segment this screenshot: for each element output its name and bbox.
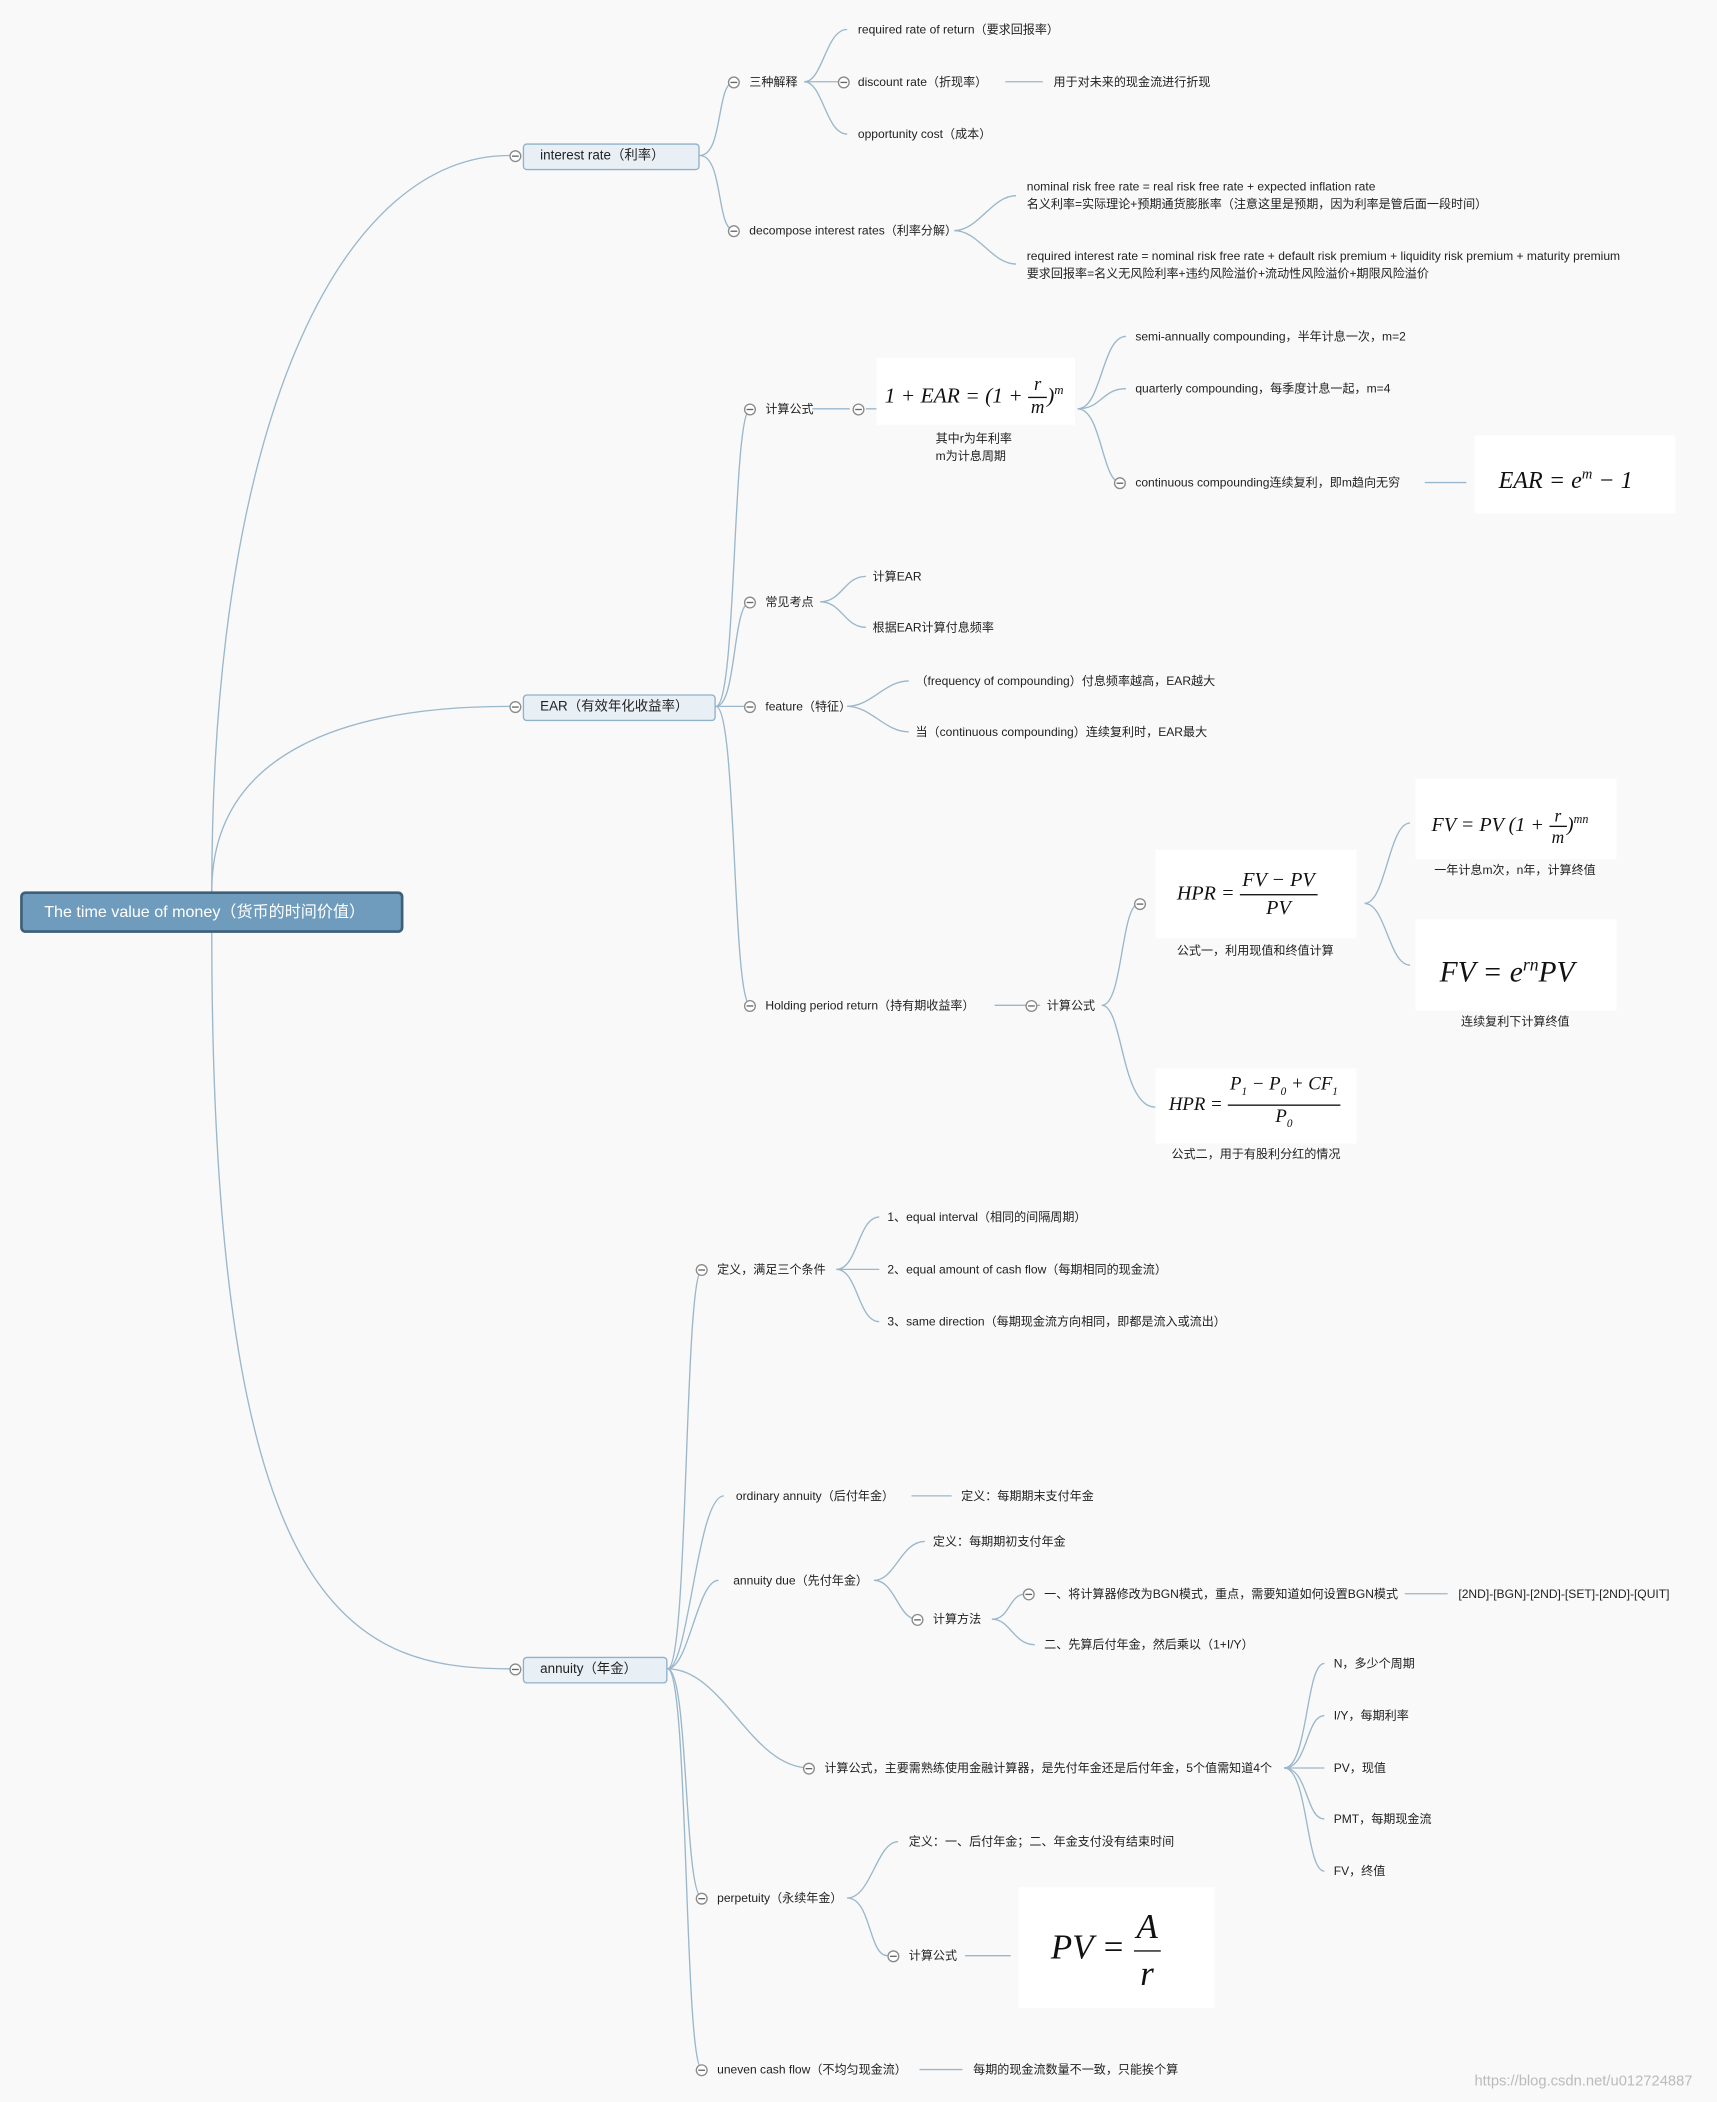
topic-condition-2[interactable]: 2、equal amount of cash flow（每期相同的现金流） [887, 1262, 1167, 1277]
calculator-key-pv[interactable]: PV，现值 [1333, 1761, 1386, 1775]
calculator-key-pmt[interactable]: PMT，每期现金流 [1333, 1812, 1432, 1826]
topic-perpetuity[interactable]: perpetuity（永续年金） [717, 1891, 843, 1905]
topic-common-points[interactable]: 常见考点 [765, 595, 814, 609]
collapse-toggle-icon[interactable] [1022, 1588, 1035, 1601]
topic-annuity-due[interactable]: annuity due（先付年金） [733, 1573, 868, 1588]
collapse-toggle-icon[interactable] [852, 403, 865, 416]
collapse-toggle-icon[interactable] [743, 701, 756, 714]
topic-uneven-cash-flow[interactable]: uneven cash flow（不均匀现金流） [717, 2062, 907, 2077]
ear-formula-note-m: m为计息周期 [935, 449, 1006, 463]
collapse-toggle-icon[interactable] [1133, 898, 1147, 911]
collapse-toggle-icon[interactable] [1025, 999, 1038, 1013]
fv-formula-discrete-note: 一年计息m次，n年，计算终值 [1434, 863, 1596, 877]
collapse-toggle-icon[interactable] [802, 1762, 815, 1775]
topic-required-rate[interactable]: required rate of return（要求回报率） [857, 22, 1059, 37]
collapse-toggle-icon[interactable] [509, 1663, 522, 1676]
topic-hpr-formula[interactable]: 计算公式 [1046, 998, 1096, 1013]
topic-ear-formula[interactable]: 计算公式 [765, 402, 814, 416]
collapse-toggle-icon[interactable] [695, 1263, 708, 1277]
collapse-toggle-icon[interactable] [837, 76, 850, 89]
topic-ear[interactable]: EAR（有效年化收益率） [522, 694, 716, 722]
topic-semi-annual[interactable]: semi-annually compounding，半年计息一次，m=2 [1135, 329, 1406, 344]
bgn-key-sequence[interactable]: [2ND]-[BGN]-[2ND]-[SET]-[2ND]-[QUIT] [1458, 1587, 1670, 1601]
root-topic[interactable]: The time value of money（货币的时间价值） [20, 891, 404, 933]
collapse-toggle-icon[interactable] [509, 150, 522, 163]
topic-ordinary-annuity[interactable]: ordinary annuity（后付年金） [735, 1489, 895, 1503]
topic-interest-rate[interactable]: interest rate（利率） [522, 143, 700, 171]
topic-condition-1[interactable]: 1、equal interval（相同的间隔周期） [887, 1210, 1087, 1224]
topic-hpr[interactable]: Holding period return（持有期收益率） [765, 998, 975, 1013]
collapse-toggle-icon[interactable] [743, 403, 756, 416]
hpr-formula-2-note: 公式二，用于有股利分红的情况 [1171, 1147, 1341, 1161]
collapse-toggle-icon[interactable] [743, 999, 756, 1013]
topic-quarterly[interactable]: quarterly compounding，每季度计息一起，m=4 [1135, 382, 1391, 396]
decompose-formula-2-en[interactable]: required interest rate = nominal risk fr… [1026, 249, 1621, 263]
collapse-toggle-icon[interactable] [727, 76, 740, 89]
calculator-key-fv[interactable]: FV，终值 [1333, 1864, 1386, 1878]
annuity-due-method-1[interactable]: 一、将计算器修改为BGN模式，重点，需要知道如何设置BGN模式 [1044, 1587, 1399, 1601]
collapse-toggle-icon[interactable] [911, 1613, 924, 1626]
topic-continuous[interactable]: continuous compounding连续复利，即m趋向无穷 [1135, 475, 1401, 490]
collapse-toggle-icon[interactable] [695, 2064, 708, 2077]
annuity-due-definition[interactable]: 定义：每期期初支付年金 [932, 1534, 1066, 1549]
topic-discount-rate[interactable]: discount rate（折现率） [857, 75, 988, 89]
topic-perpetuity-formula[interactable]: 计算公式 [908, 1948, 958, 1963]
ear-formula-note-r: 其中r为年利率 [935, 431, 1013, 446]
ordinary-annuity-definition[interactable]: 定义：每期期末支付年金 [961, 1489, 1094, 1503]
topic-annuity-due-method[interactable]: 计算方法 [932, 1612, 982, 1626]
fv-formula-continuous-image: FV = ernPV [1415, 919, 1617, 1011]
topic-annuity-calculation[interactable]: 计算公式，主要需熟练使用金融计算器，是先付年金还是后付年金，5个值需知道4个 [824, 1761, 1273, 1775]
topic-annuity-definition[interactable]: 定义，满足三个条件 [717, 1262, 826, 1277]
topic-feature[interactable]: feature（特征） [765, 699, 852, 714]
collapse-toggle-icon[interactable] [727, 225, 740, 238]
topic-feature-2[interactable]: 当（continuous compounding）连续复利时，EAR最大 [915, 725, 1208, 739]
fv-formula-continuous-note: 连续复利下计算终值 [1461, 1014, 1570, 1029]
uneven-cash-flow-note[interactable]: 每期的现金流数量不一致，只能挨个算 [973, 2062, 1179, 2077]
topic-feature-1[interactable]: （frequency of compounding）付息频率越高，EAR越大 [915, 674, 1216, 688]
topic-opportunity-cost[interactable]: opportunity cost（成本） [857, 127, 992, 141]
topic-condition-3[interactable]: 3、same direction（每期现金流方向相同，即都是流入或流出） [887, 1314, 1226, 1329]
topic-annuity[interactable]: annuity（年金） [522, 1656, 668, 1684]
collapse-toggle-icon[interactable] [887, 1950, 900, 1963]
collapse-toggle-icon[interactable] [743, 596, 756, 609]
continuous-ear-formula-image: EAR = em − 1 [1474, 435, 1676, 514]
calculator-key-iy[interactable]: I/Y，每期利率 [1333, 1709, 1409, 1723]
annuity-due-method-2[interactable]: 二、先算后付年金，然后乘以（1+I/Y） [1044, 1637, 1254, 1652]
decompose-formula-1-en[interactable]: nominal risk free rate = real risk free … [1026, 179, 1376, 194]
note-discount-rate[interactable]: 用于对未来的现金流进行折现 [1053, 75, 1211, 89]
watermark-url: https://blog.csdn.net/u012724887 [1474, 2073, 1693, 2090]
topic-three-interpretations[interactable]: 三种解释 [749, 75, 798, 89]
collapse-toggle-icon[interactable] [1113, 477, 1126, 490]
calculator-key-n[interactable]: N，多少个周期 [1333, 1656, 1415, 1671]
perpetuity-definition[interactable]: 定义：一、后付年金；二、年金支付没有结束时间 [908, 1835, 1175, 1849]
topic-decompose[interactable]: decompose interest rates（利率分解） [749, 223, 958, 238]
topic-calc-frequency[interactable]: 根据EAR计算付息频率 [872, 620, 994, 635]
collapse-toggle-icon[interactable] [509, 701, 522, 714]
collapse-toggle-icon[interactable] [695, 1892, 708, 1905]
decompose-formula-2-zh[interactable]: 要求回报率=名义无风险利率+违约风险溢价+流动性风险溢价+期限风险溢价 [1026, 266, 1429, 281]
topic-calc-ear[interactable]: 计算EAR [872, 569, 922, 584]
decompose-formula-1-zh[interactable]: 名义利率=实际理论+预期通货膨胀率（注意这里是预期，因为利率是管后面一段时间） [1026, 197, 1488, 211]
hpr-formula-1-note: 公式一，利用现值和终值计算 [1176, 943, 1334, 958]
